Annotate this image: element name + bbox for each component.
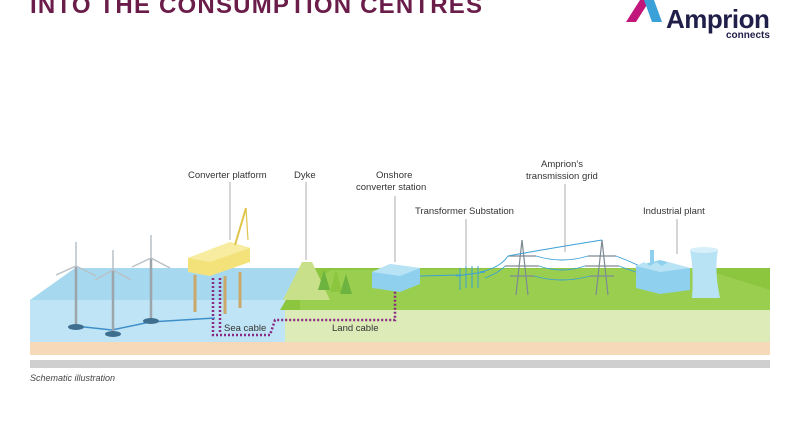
sea-surface — [30, 268, 300, 300]
schematic-caption: Schematic illustration — [30, 373, 116, 383]
logo-wordmark: Amprion — [666, 4, 770, 34]
label-grid-line2: transmission grid — [526, 171, 598, 182]
label-transformer-substation: Transformer Substation — [415, 206, 514, 217]
logo-tagline: connects — [726, 30, 770, 41]
amprion-logo: Amprion connects — [626, 0, 786, 44]
label-sea-cable: Sea cable — [224, 323, 266, 334]
transmission-tower-1 — [505, 239, 539, 296]
converter-platform — [188, 207, 250, 314]
page-title: INTO THE CONSUMPTION CENTRES — [30, 0, 484, 19]
array-cables — [74, 317, 216, 331]
wind-turbine-1 — [55, 242, 97, 330]
land-front — [285, 310, 770, 342]
dyke-tree-1 — [318, 270, 330, 290]
white-layer — [30, 355, 770, 360]
label-land-cable: Land cable — [332, 323, 378, 334]
sea-cable-line — [211, 278, 397, 337]
dyke-tree-2 — [330, 270, 342, 292]
dyke-tree-3 — [340, 274, 352, 294]
wind-turbine-3 — [131, 235, 171, 324]
onshore-converter-station — [372, 264, 420, 292]
label-industrial-plant: Industrial plant — [643, 206, 705, 217]
label-grid-line1: Amprion's — [541, 159, 583, 170]
transmission-tower-2 — [585, 239, 619, 296]
label-dyke: Dyke — [294, 170, 316, 181]
dyke — [283, 262, 330, 300]
leader-lines — [229, 182, 678, 266]
grey-layer — [30, 360, 770, 368]
label-onshore-line2: converter station — [356, 182, 426, 193]
sand-layer — [30, 342, 770, 355]
label-converter-platform: Converter platform — [188, 170, 267, 181]
amprion-logo-mark-icon — [626, 0, 662, 22]
transformer-substation — [419, 266, 486, 290]
wind-turbine-2 — [94, 250, 132, 337]
industrial-plant — [636, 247, 720, 298]
label-onshore-line1: Onshore — [376, 170, 412, 181]
